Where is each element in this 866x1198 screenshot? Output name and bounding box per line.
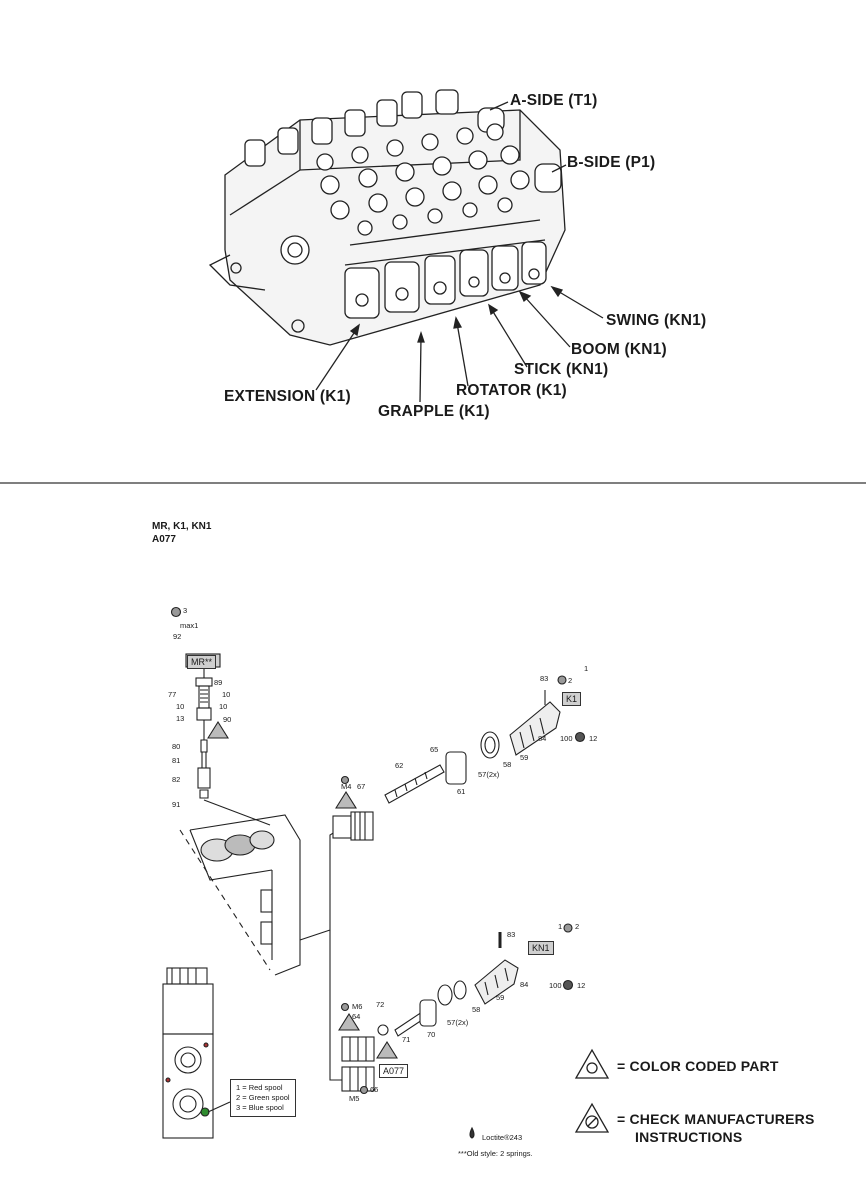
part-m4: M4 [341, 782, 352, 791]
part-72: 72 [376, 1000, 385, 1009]
label-a-side: A-SIDE (T1) [510, 92, 598, 109]
part-max1: max1 [180, 621, 199, 630]
tag-k1: K1 [562, 692, 582, 706]
part-77: 77 [168, 690, 177, 699]
part-59: 59 [520, 753, 529, 762]
part-64: 64 [352, 1012, 361, 1021]
exploded-view [162, 606, 586, 1139]
legend-check-line2: INSTRUCTIONS [635, 1129, 743, 1145]
label-stick: STICK (KN1) [514, 361, 609, 378]
part-83b: 83 [507, 930, 516, 939]
part-10a: 10 [222, 690, 231, 699]
valve-block-illustration [208, 89, 566, 346]
footnote-loctite: Loctite®243 [482, 1133, 523, 1142]
label-boom: BOOM (KN1) [571, 341, 667, 358]
part-58b: 58 [472, 1005, 481, 1014]
part-84: 84 [538, 734, 547, 743]
part-89: 89 [214, 678, 223, 687]
part-81: 81 [172, 756, 181, 765]
label-extension: EXTENSION (K1) [224, 388, 351, 405]
part-12b: 12 [577, 981, 586, 990]
tag-a077: A077 [379, 1064, 409, 1078]
part-80: 80 [172, 742, 181, 751]
part-3: 3 [183, 606, 188, 615]
part-m5: M5 [349, 1094, 360, 1103]
part-2: 2 [568, 676, 573, 685]
label-b-side: B-SIDE (P1) [567, 154, 656, 171]
part-90: 90 [223, 715, 232, 724]
spool-legend-green: 2 = Green spool [236, 1093, 290, 1102]
part-57: 57(2x) [478, 770, 500, 779]
part-10b: 10 [176, 702, 185, 711]
label-rotator: ROTATOR (K1) [456, 382, 567, 399]
part-83: 83 [540, 674, 549, 683]
legend-color-coded: = COLOR CODED PART [617, 1058, 779, 1074]
tag-mr: MR** [187, 655, 217, 669]
part-67: 67 [357, 782, 366, 791]
label-swing: SWING (KN1) [606, 312, 707, 329]
spool-legend-blue: 3 = Blue spool [236, 1103, 284, 1112]
part-92: 92 [173, 632, 182, 641]
part-71: 71 [402, 1035, 411, 1044]
part-13: 13 [176, 714, 185, 723]
part-100: 100 [560, 734, 573, 743]
part-1b: 1 [558, 922, 563, 931]
part-70: 70 [427, 1030, 436, 1039]
overview-leader-lines [315, 101, 604, 403]
part-1: 1 [584, 664, 589, 673]
part-61: 61 [457, 787, 466, 796]
label-grapple: GRAPPLE (K1) [378, 403, 490, 420]
part-62: 62 [395, 761, 404, 770]
part-2b: 2 [575, 922, 580, 931]
tag-kn1: KN1 [528, 941, 554, 955]
part-12: 12 [589, 734, 598, 743]
exploded-header-2: A077 [152, 534, 176, 545]
check-instructions-icon [574, 1102, 610, 1133]
part-82: 82 [172, 775, 181, 784]
part-58: 58 [503, 760, 512, 769]
spool-legend-red: 1 = Red spool [236, 1083, 283, 1092]
part-57b: 57(2x) [447, 1018, 469, 1027]
exploded-header-1: MR, K1, KN1 [152, 521, 212, 532]
part-10c: 10 [219, 702, 228, 711]
legend-check-line1: = CHECK MANUFACTURERS [617, 1111, 815, 1127]
part-84b: 84 [520, 980, 529, 989]
part-91: 91 [172, 800, 181, 809]
part-65: 65 [430, 745, 439, 754]
footnote-old-style: ***Old style: 2 springs. [458, 1149, 533, 1158]
part-66: 66 [370, 1085, 379, 1094]
color-coded-icon [574, 1048, 610, 1079]
spool-color-legend: 1 = Red spool 2 = Green spool 3 = Blue s… [230, 1079, 296, 1117]
part-59b: 59 [496, 993, 505, 1002]
part-m6: M6 [352, 1002, 363, 1011]
part-100b: 100 [549, 981, 562, 990]
